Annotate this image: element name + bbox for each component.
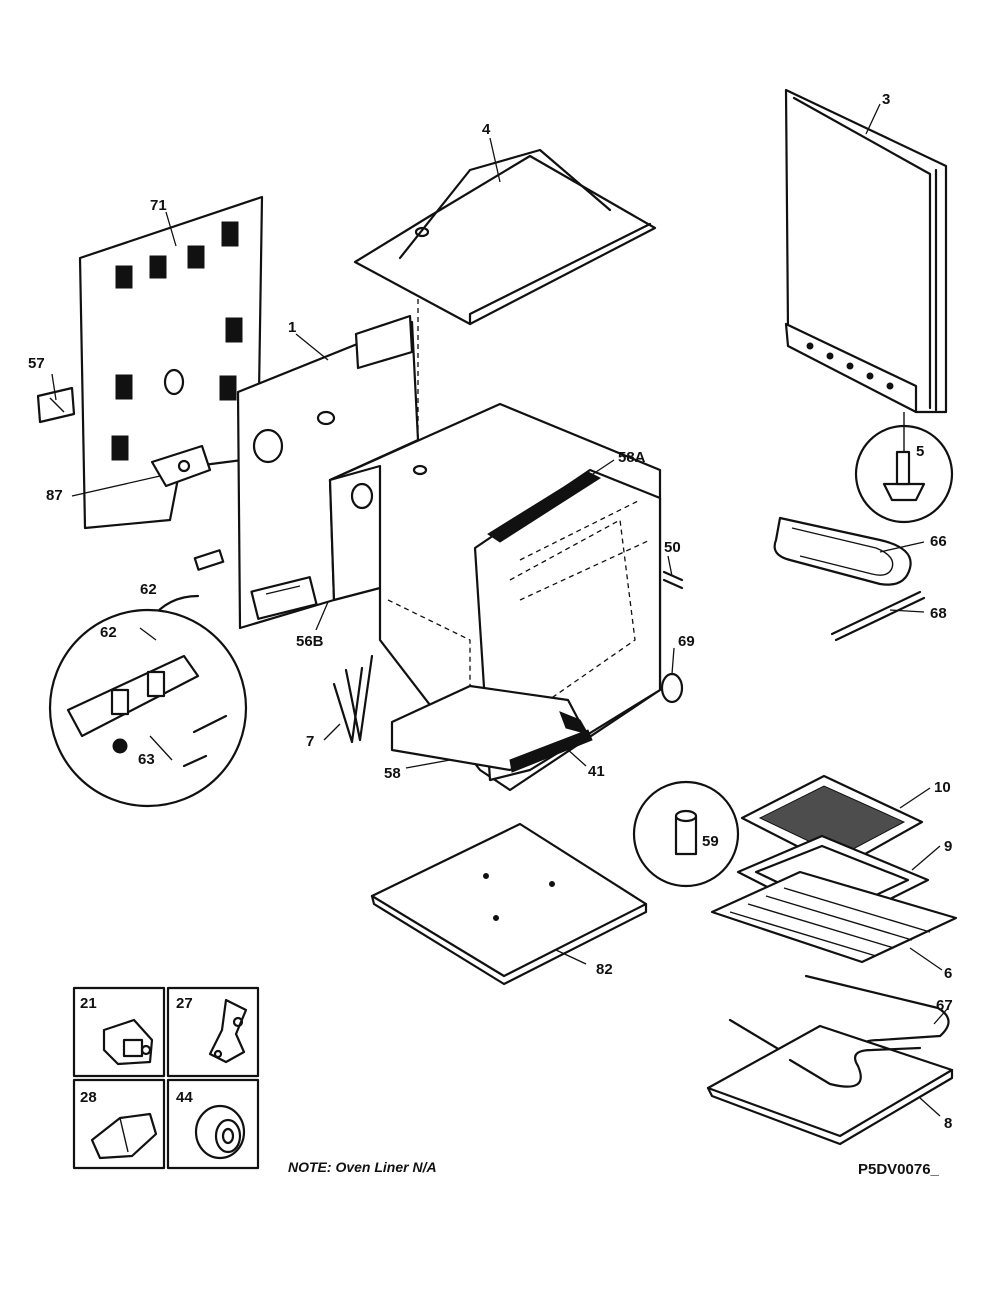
sensor-part-68 [830,590,926,642]
callout-67: 67 [936,997,953,1014]
leader-lines [51,103,949,1117]
callout-7: 7 [306,733,314,750]
callout-50: 50 [664,539,681,556]
inset-label-27: 27 [176,995,193,1012]
callout-62a: 62 [140,581,157,598]
rack-part-6 [710,870,958,964]
bottom-panel-part-82 [370,822,648,986]
inset-parts-grid: 21 27 28 44 [72,986,260,1170]
callout-71: 71 [150,197,167,214]
ring-part-69 [660,672,684,704]
callout-4: 4 [482,121,491,138]
note-text: NOTE: Oven Liner N/A [288,1159,437,1175]
callout-58: 58 [384,765,401,782]
callout-3: 3 [882,91,890,108]
detail-circle-part-5 [854,412,954,524]
callout-8: 8 [944,1115,952,1132]
top-cover-part-4 [353,148,657,326]
base-part-58 [390,684,593,773]
callout-9: 9 [944,838,952,855]
callout-87: 87 [46,487,63,504]
callout-57: 57 [28,355,45,372]
callout-10: 10 [934,779,951,796]
callout-5: 5 [916,443,924,460]
callout-62b: 62 [100,624,117,641]
bracket-part-57 [36,386,76,424]
callout-6: 6 [944,965,952,982]
callout-1: 1 [288,319,296,336]
inset-part-44 [194,1104,246,1160]
back-panel-part-71 [78,195,264,530]
bottom-pan-part-8 [706,1024,954,1146]
hinge-part-62 [148,549,225,622]
callout-66: 66 [930,533,947,550]
callout-58A: 58A [618,449,646,466]
bracket-part-7 [332,654,374,744]
drawing-code: P5DV0076_ [858,1161,940,1178]
door-part-3 [784,88,948,414]
element-part-66 [773,516,912,586]
callout-41: 41 [588,763,605,780]
inset-part-27 [208,998,248,1064]
callout-82: 82 [596,961,613,978]
inset-part-28 [90,1112,158,1160]
callout-63: 63 [138,751,155,768]
inset-label-44: 44 [176,1089,193,1106]
callout-59: 59 [702,833,719,850]
callout-56B: 56B [296,633,324,650]
inset-part-21 [102,1018,154,1066]
callout-labels: 71 57 87 62 62 63 1 4 3 5 58A 56B 50 66 … [28,91,953,1132]
clip-part-50 [662,570,684,590]
inset-label-28: 28 [80,1089,97,1106]
detail-circle-part-59 [632,780,740,888]
inset-label-21: 21 [80,995,97,1012]
broil-pan-insert-part-10 [740,774,924,870]
callout-69: 69 [678,633,695,650]
detail-circle-part-62-63 [48,608,248,808]
callout-68: 68 [930,605,947,622]
